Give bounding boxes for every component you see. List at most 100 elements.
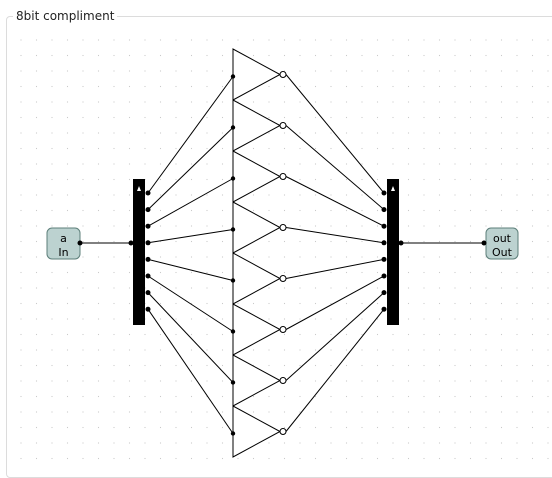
combiner[interactable]	[387, 179, 399, 325]
grid-dot	[500, 163, 503, 165]
grid-dot	[454, 225, 456, 227]
grid-dot	[82, 101, 84, 103]
grid-dot	[35, 442, 38, 444]
grid-dot	[206, 147, 208, 150]
grid-dot	[547, 85, 549, 88]
grid-dot	[159, 395, 162, 398]
grid-dot	[485, 70, 487, 72]
inverter-gate	[232, 354, 282, 407]
grid-dot	[20, 442, 22, 444]
grid-dot	[376, 70, 379, 72]
grid-dot	[423, 380, 425, 382]
grid-dot	[159, 302, 162, 305]
grid-dot	[314, 39, 317, 41]
grid-dot	[299, 240, 301, 243]
grid-dot	[221, 302, 224, 305]
grid-dot	[221, 256, 224, 258]
grid-dot	[221, 101, 224, 103]
grid-dot	[51, 380, 53, 382]
grid-dot	[485, 163, 487, 165]
grid-dot	[175, 271, 177, 274]
grid-dot	[66, 411, 69, 413]
grid-dot	[407, 302, 410, 305]
grid-dot	[159, 442, 162, 444]
grid-dot	[423, 364, 425, 367]
grid-dot	[113, 442, 115, 444]
grid-dot	[175, 318, 177, 320]
grid-dot	[376, 395, 379, 398]
grid-dot	[469, 457, 472, 460]
grid-dot	[547, 426, 549, 429]
grid-dot	[190, 349, 193, 351]
grid-dot	[345, 225, 348, 227]
grid-dot	[190, 271, 193, 274]
input-pin[interactable]: a In	[46, 227, 81, 260]
grid-dot	[283, 271, 286, 274]
grid-dot	[376, 287, 379, 289]
grid-dot	[376, 116, 379, 119]
grid-dot	[392, 54, 394, 57]
grid-dot	[376, 426, 379, 429]
grid-dot	[423, 411, 425, 413]
grid-dot	[113, 287, 115, 289]
grid-dot	[423, 147, 425, 150]
grid-dot	[35, 178, 38, 181]
grid-dot	[82, 209, 84, 212]
grid-dot	[252, 209, 255, 212]
grid-dot	[531, 39, 534, 41]
grid-dot	[345, 194, 348, 196]
wire-bit-out	[285, 74, 385, 194]
grid-dot	[66, 287, 69, 289]
grid-dot	[268, 209, 270, 212]
grid-dot	[314, 209, 317, 212]
grid-dot	[361, 240, 363, 243]
grid-dot	[376, 39, 379, 41]
grid-dot	[66, 194, 69, 196]
grid-dot	[485, 442, 487, 444]
grid-dot	[392, 364, 394, 367]
grid-dot	[128, 395, 131, 398]
splitter[interactable]	[133, 179, 145, 325]
grid-dot	[252, 54, 255, 57]
grid-dot	[407, 380, 410, 382]
grid-dot	[516, 457, 518, 460]
grid-dot	[423, 395, 425, 398]
grid-dot	[438, 132, 441, 134]
grid-dot	[35, 411, 38, 413]
grid-dot	[82, 132, 84, 134]
grid-dot	[454, 271, 456, 274]
combiner-bar[interactable]	[387, 179, 399, 325]
grid-dot	[423, 132, 425, 134]
grid-dot	[206, 132, 208, 134]
grid-dot	[144, 163, 146, 165]
grid-dot	[330, 70, 332, 72]
grid-dot	[113, 256, 115, 258]
grid-dot	[361, 70, 363, 72]
grid-dot	[283, 194, 286, 196]
output-pin[interactable]: out Out	[485, 227, 519, 260]
grid-dot	[485, 364, 487, 367]
grid-dot	[454, 256, 456, 258]
grid-dot	[454, 194, 456, 196]
grid-dot	[175, 302, 177, 305]
grid-dot	[469, 426, 472, 429]
grid-dot	[345, 132, 348, 134]
grid-dot	[20, 240, 22, 243]
grid-dot	[113, 209, 115, 212]
grid-dot	[376, 225, 379, 227]
grid-dot	[66, 54, 69, 57]
wire-bit-out	[285, 125, 385, 210]
grid-dot	[314, 287, 317, 289]
grid-dot	[159, 380, 162, 382]
wire-bit-out	[285, 292, 385, 381]
grid-dot	[190, 318, 193, 320]
grid-dot	[407, 85, 410, 88]
grid-dot	[531, 132, 534, 134]
grid-dot	[252, 395, 255, 398]
grid-dot	[485, 333, 487, 336]
splitter-bar[interactable]	[133, 179, 145, 325]
grid-dot	[20, 302, 22, 305]
grid-dot	[516, 147, 518, 150]
grid-dot	[20, 194, 22, 196]
grid-dot	[144, 39, 146, 41]
